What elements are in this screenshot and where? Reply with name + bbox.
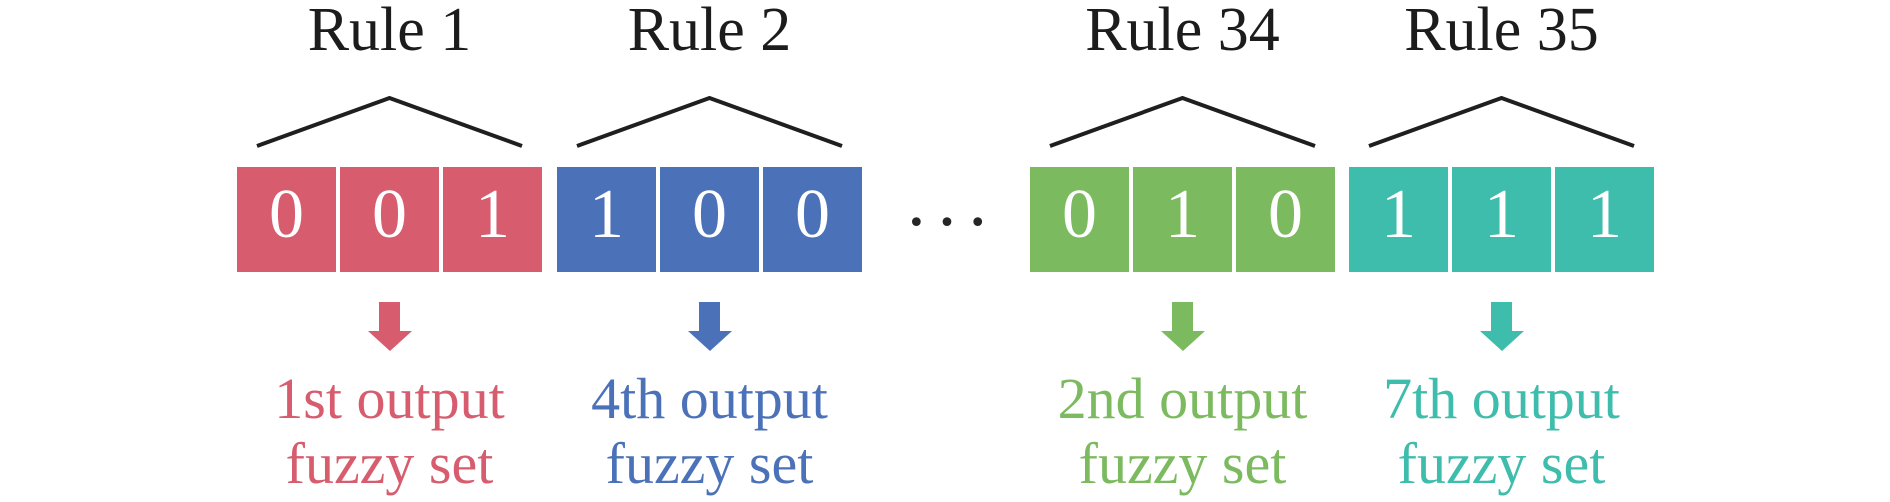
arrow-stem xyxy=(1172,302,1193,331)
gene-bit: 1 xyxy=(475,175,510,253)
chromosome-cells: 1 0 0 xyxy=(557,167,862,272)
chromosome-cells: 0 0 1 xyxy=(237,167,542,272)
arrow-stem xyxy=(379,302,400,331)
output-fuzzy-set-label: 2nd output fuzzy set xyxy=(980,366,1385,496)
gene-bit: 1 xyxy=(1587,175,1622,253)
gene-bit: 0 xyxy=(1062,175,1097,253)
rule-label: Rule 35 xyxy=(1404,0,1599,64)
arrow-head xyxy=(1479,331,1524,351)
brace-icon xyxy=(576,96,843,148)
output-label-line1: 1st output xyxy=(274,366,505,431)
gene-cell: 0 xyxy=(660,167,759,272)
rule-label: Rule 2 xyxy=(627,0,792,64)
rule-label: Rule 34 xyxy=(1085,0,1280,64)
output-label-line2: fuzzy set xyxy=(605,431,814,496)
down-arrow-icon xyxy=(237,302,542,352)
gene-bit: 0 xyxy=(692,175,727,253)
gene-cell: 1 xyxy=(443,167,542,272)
output-label-line2: fuzzy set xyxy=(1078,431,1287,496)
down-arrow-icon xyxy=(557,302,862,352)
gene-bit: 1 xyxy=(589,175,624,253)
brace-icon xyxy=(1049,96,1316,148)
output-fuzzy-set-label: 1st output fuzzy set xyxy=(187,366,592,496)
chromosome-cells: 0 1 0 xyxy=(1030,167,1335,272)
gene-cell: 1 xyxy=(1349,167,1448,272)
gene-bit: 1 xyxy=(1165,175,1200,253)
gene-cell: 0 xyxy=(237,167,336,272)
output-fuzzy-set-label: 4th output fuzzy set xyxy=(507,366,912,496)
ellipsis-dots: ••• xyxy=(907,205,1000,241)
brace-icon xyxy=(1368,96,1635,148)
output-label-line1: 7th output xyxy=(1383,366,1620,431)
output-label-line1: 4th output xyxy=(591,366,828,431)
gene-cell: 0 xyxy=(1236,167,1335,272)
gene-cell: 1 xyxy=(1133,167,1232,272)
down-arrow-icon xyxy=(1349,302,1654,352)
gene-cell: 0 xyxy=(340,167,439,272)
rule-group-1: Rule 1 0 0 1 1st output fuzzy set xyxy=(237,0,542,502)
arrow-head xyxy=(367,331,412,351)
arrow-head xyxy=(687,331,732,351)
down-arrow-icon xyxy=(1030,302,1335,352)
output-label-line2: fuzzy set xyxy=(1397,431,1606,496)
gene-bit: 1 xyxy=(1381,175,1416,253)
gene-bit: 0 xyxy=(1268,175,1303,253)
rule-label: Rule 1 xyxy=(307,0,472,64)
output-label-line1: 2nd output xyxy=(1057,366,1308,431)
gene-cell: 0 xyxy=(1030,167,1129,272)
output-fuzzy-set-label: 7th output fuzzy set xyxy=(1299,366,1704,496)
gene-cell: 1 xyxy=(557,167,656,272)
rule-group-35: Rule 35 1 1 1 7th output fuzzy set xyxy=(1349,0,1654,502)
rule-group-2: Rule 2 1 0 0 4th output fuzzy set xyxy=(557,0,862,502)
gene-bit: 0 xyxy=(269,175,304,253)
output-label-line2: fuzzy set xyxy=(285,431,494,496)
gene-cell: 0 xyxy=(763,167,862,272)
gene-cell: 1 xyxy=(1555,167,1654,272)
brace-icon xyxy=(256,96,523,148)
rule-group-34: Rule 34 0 1 0 2nd output fuzzy set xyxy=(1030,0,1335,502)
arrow-head xyxy=(1160,331,1205,351)
gene-bit: 1 xyxy=(1484,175,1519,253)
arrow-stem xyxy=(1491,302,1512,331)
arrow-stem xyxy=(699,302,720,331)
gene-bit: 0 xyxy=(372,175,407,253)
chromosome-cells: 1 1 1 xyxy=(1349,167,1654,272)
gene-cell: 1 xyxy=(1452,167,1551,272)
gene-bit: 0 xyxy=(795,175,830,253)
